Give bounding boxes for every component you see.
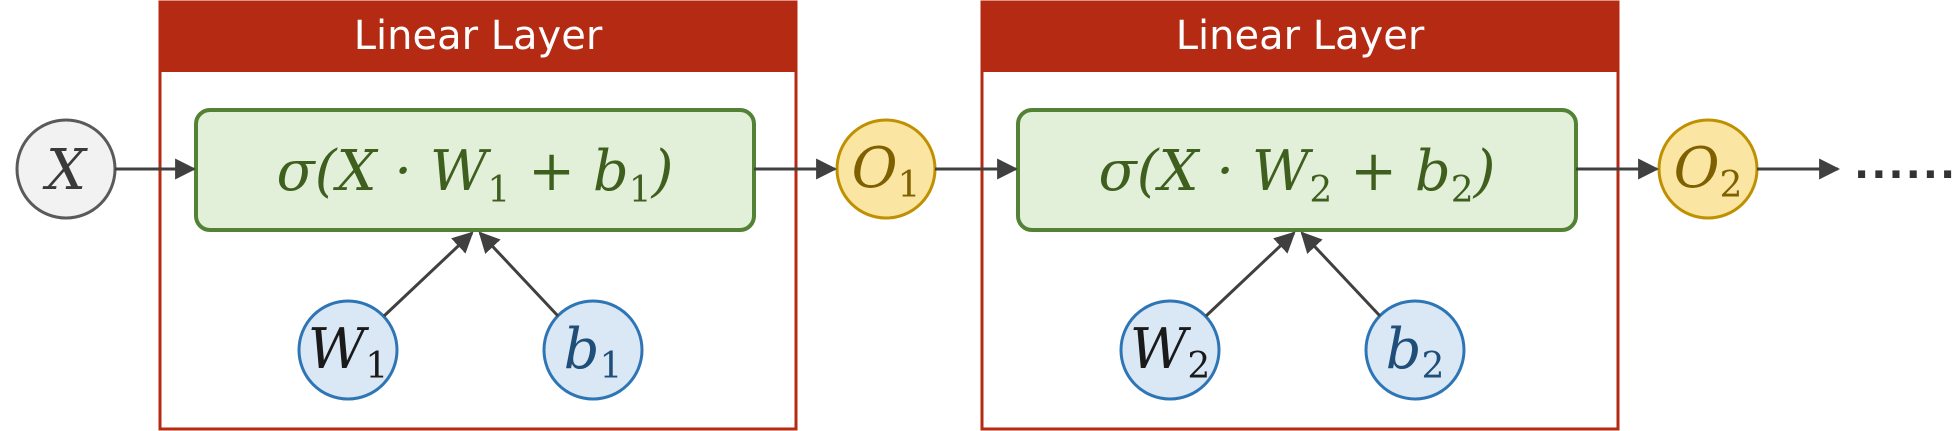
output-1-label: O1 bbox=[852, 136, 921, 206]
weight-1-node bbox=[297, 299, 399, 401]
bias-1-arrow bbox=[478, 231, 560, 318]
layer-1-title: Linear Layer bbox=[354, 13, 603, 59]
weight-2-arrow bbox=[1204, 231, 1296, 318]
bias-1-node bbox=[542, 299, 644, 401]
output-node-1: O1 bbox=[835, 118, 937, 220]
bias-2-label: b2 bbox=[1386, 317, 1445, 387]
input-node: X bbox=[15, 118, 117, 220]
input-label: X bbox=[42, 138, 88, 203]
output-2-label: O2 bbox=[1674, 136, 1743, 206]
weight-1-arrow bbox=[382, 231, 474, 318]
layer-2-title: Linear Layer bbox=[1176, 13, 1425, 59]
layer-2-formula: σ(X · W2 + b2) bbox=[1099, 139, 1496, 211]
weight-2-node bbox=[1119, 299, 1221, 401]
linear-layer-1: Linear Layer σ(X · W1 + b1) W1 b1 bbox=[158, 0, 798, 431]
weight-1-label: W1 bbox=[308, 317, 388, 387]
weight-2-label: W2 bbox=[1130, 317, 1210, 387]
bias-2-node bbox=[1364, 299, 1466, 401]
layer-2-header bbox=[982, 2, 1618, 72]
bias-1-label: b1 bbox=[564, 317, 623, 387]
layer-1-header bbox=[160, 2, 796, 72]
linear-layer-2: Linear Layer σ(X · W2 + b2) W2 b2 bbox=[980, 0, 1620, 431]
layer-1-formula: σ(X · W1 + b1) bbox=[277, 139, 674, 211]
bias-2-arrow bbox=[1300, 231, 1382, 318]
continuation-ellipsis: ...... bbox=[1854, 142, 1957, 188]
output-node-2: O2 bbox=[1657, 118, 1759, 220]
